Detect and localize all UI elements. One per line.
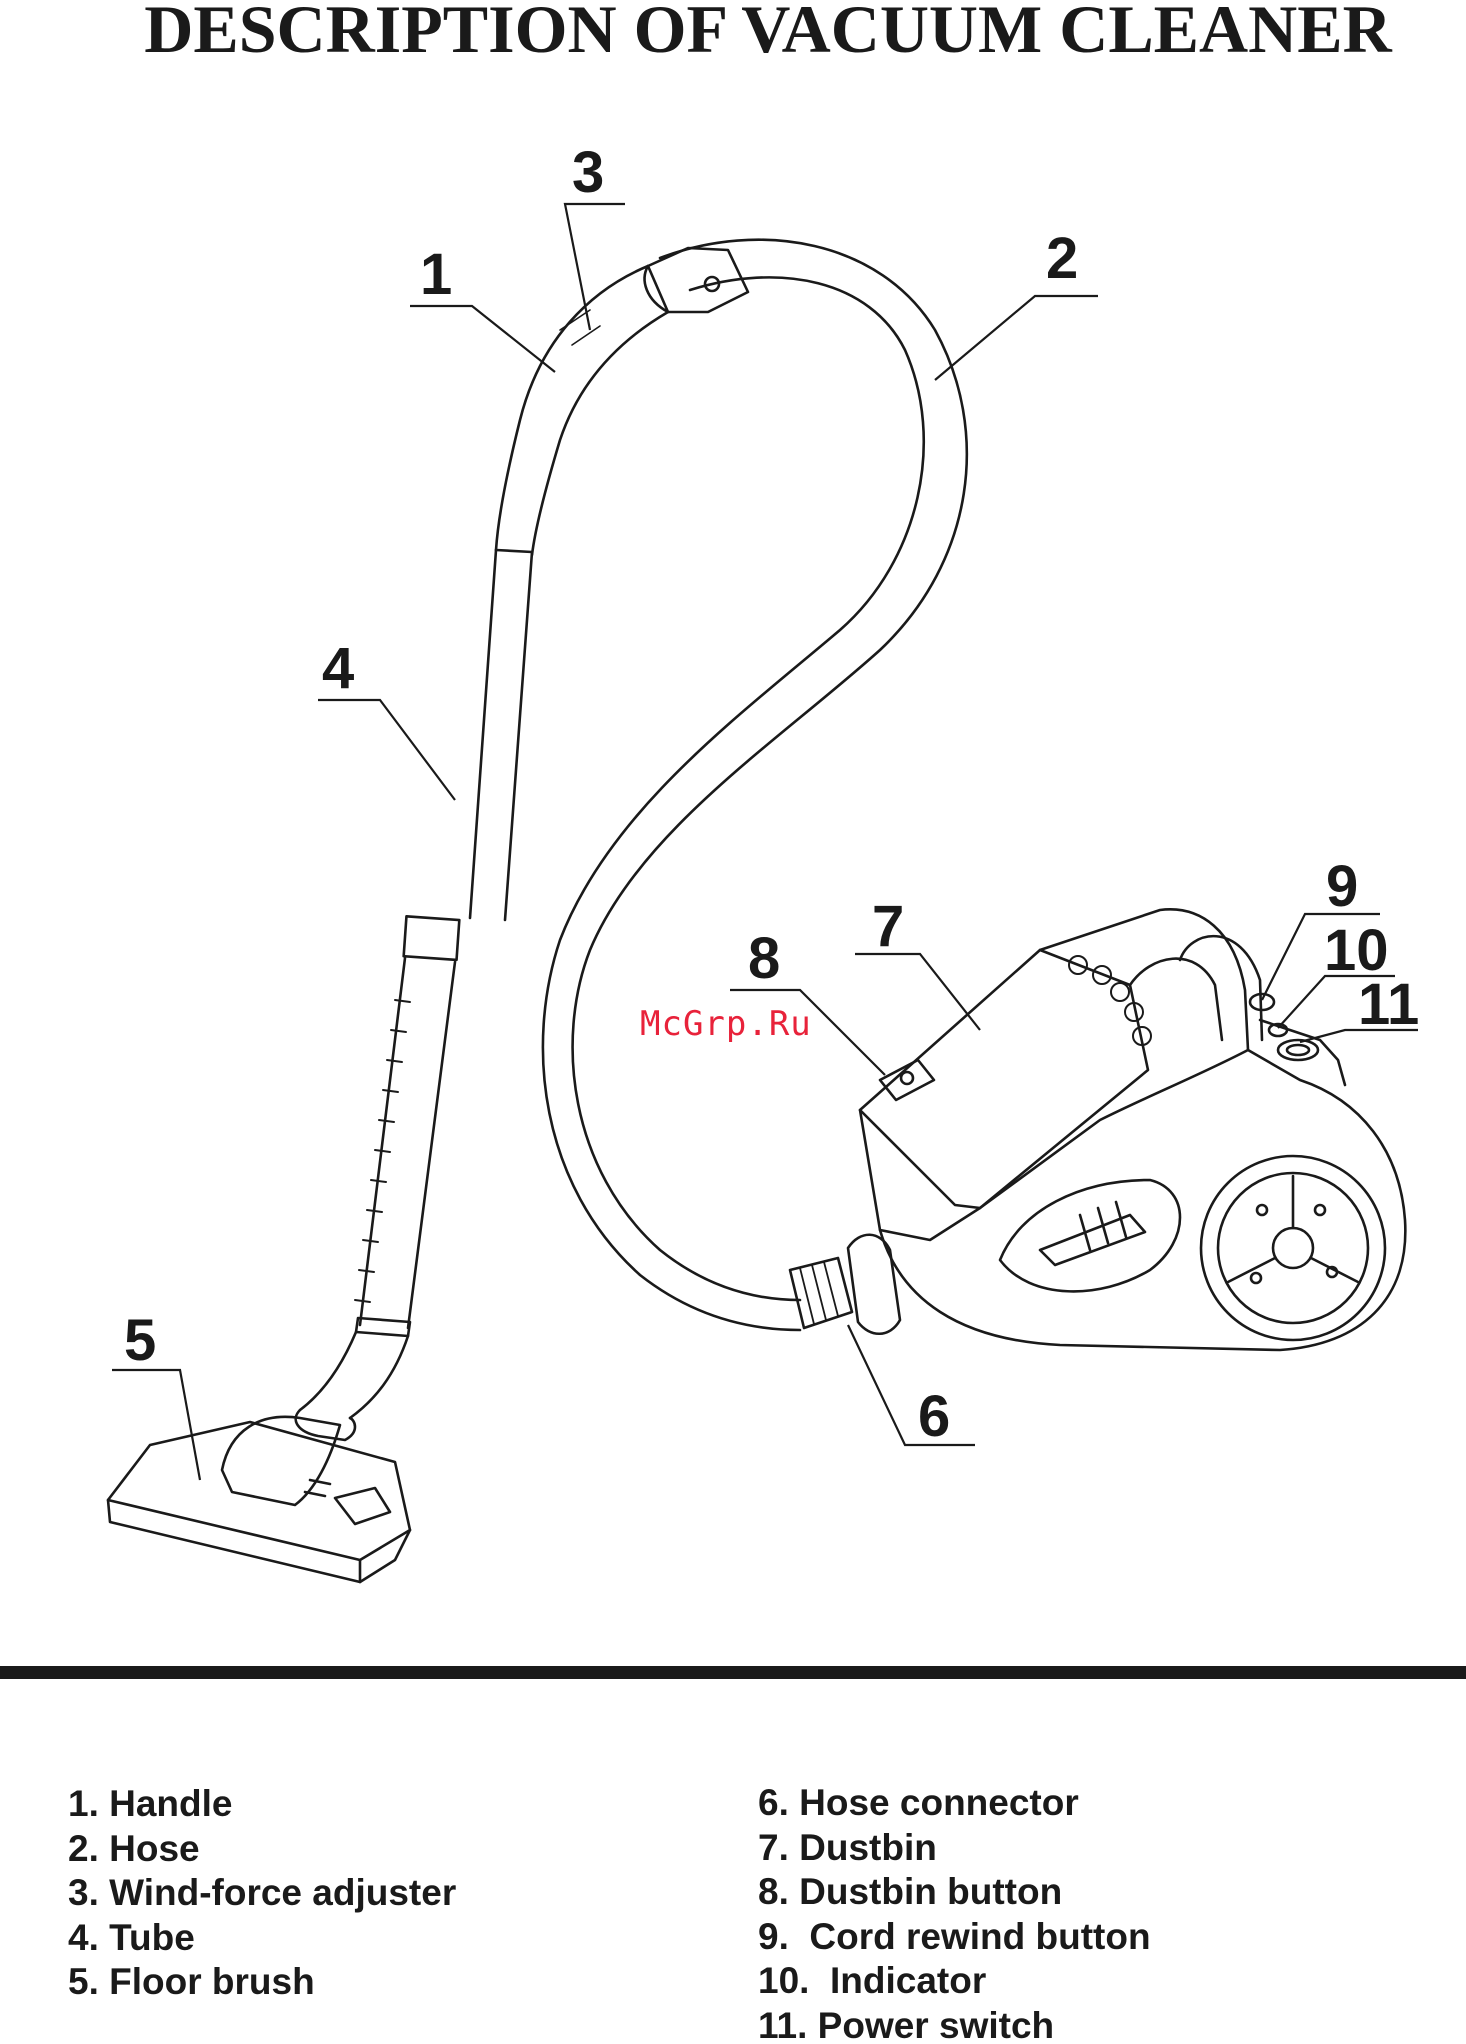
leader-5 — [112, 1370, 200, 1480]
callout-9: 9 — [1326, 854, 1358, 919]
section-divider — [0, 1666, 1466, 1679]
legend-item: 9. Cord rewind button — [758, 1915, 1151, 1960]
legend-left: 1. Handle 2. Hose 3. Wind-force adjuster… — [68, 1782, 456, 2005]
leader-1 — [410, 306, 555, 372]
dustbin-button-drawing — [880, 1060, 934, 1100]
leader-2 — [935, 296, 1098, 380]
callout-2: 2 — [1046, 226, 1078, 291]
legend-right: 6. Hose connector 7. Dustbin 8. Dustbin … — [758, 1781, 1151, 2044]
handle-drawing — [496, 266, 668, 555]
legend-item: 3. Wind-force adjuster — [68, 1871, 456, 1916]
legend-item: 1. Handle — [68, 1782, 456, 1827]
callout-1: 1 — [420, 242, 452, 307]
callout-6: 6 — [918, 1384, 950, 1449]
vacuum-cleaner-diagram: 1 2 3 4 5 6 7 8 9 10 11 McGrp.Ru — [0, 0, 1466, 1640]
legend-item: 5. Floor brush — [68, 1960, 456, 2005]
watermark: McGrp.Ru — [640, 1004, 812, 1044]
legend-item: 8. Dustbin button — [758, 1870, 1151, 1915]
callout-leaders — [112, 204, 1418, 1480]
legend-item: 2. Hose — [68, 1827, 456, 1872]
legend-item: 10. Indicator — [758, 1959, 1151, 2004]
hose-connector-drawing — [790, 1235, 900, 1334]
leader-4 — [318, 700, 455, 800]
callout-8: 8 — [748, 926, 780, 991]
callout-3: 3 — [572, 140, 604, 205]
leader-3 — [565, 204, 625, 330]
callout-numbers: 1 2 3 4 5 6 7 8 9 10 11 — [124, 140, 1419, 1449]
legend-item: 11. Power switch — [758, 2004, 1151, 2044]
legend-item: 4. Tube — [68, 1916, 456, 1961]
hose-drawing — [543, 240, 967, 1330]
callout-7: 7 — [872, 894, 904, 959]
callout-11: 11 — [1358, 972, 1419, 1037]
callout-4: 4 — [322, 636, 354, 701]
legend-item: 6. Hose connector — [758, 1781, 1151, 1826]
leader-6 — [848, 1325, 975, 1445]
floor-brush-drawing — [108, 1410, 410, 1582]
callout-5: 5 — [124, 1308, 156, 1373]
legend-item: 7. Dustbin — [758, 1826, 1151, 1871]
